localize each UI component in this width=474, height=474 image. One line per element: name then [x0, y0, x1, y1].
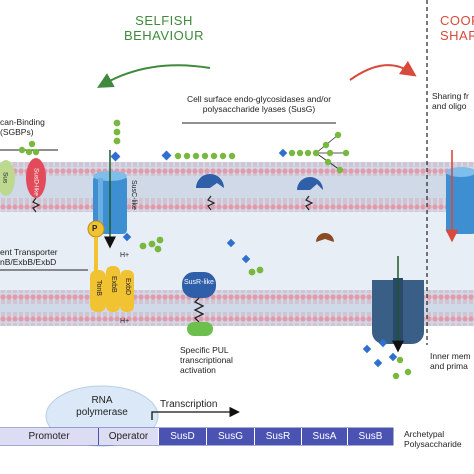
sharing-label: Sharing fr and oligo	[432, 91, 469, 112]
susg-enzymes	[195, 173, 323, 211]
sgbp-proteins	[0, 140, 46, 213]
proton-label-top: H+	[120, 252, 130, 259]
archetypal-label-line1: Archetypal	[404, 429, 445, 439]
archetypal-label-line2: Polysaccharide	[404, 438, 462, 449]
sharing-arrow	[349, 60, 417, 81]
pul-label-line2: transcriptional	[180, 354, 233, 365]
coop-title-line2: SHAR	[440, 27, 474, 43]
glycan-chain-susc	[110, 119, 121, 162]
susd-like-label: SusD-like	[32, 168, 40, 196]
transporter-label-line1: ent Transporter	[0, 247, 58, 257]
susr-like-sensor	[182, 272, 216, 336]
periplasm-glycans	[122, 232, 264, 276]
gene-susb: SusB	[347, 428, 393, 445]
pul-activation-label: Specific PUL transcriptional activation	[180, 345, 233, 375]
sharing-label-line1: Sharing fr	[432, 91, 469, 101]
gene-susd: SusD	[158, 428, 206, 445]
archetypal-label: Archetypal Polysaccharide	[404, 429, 462, 450]
periplasmic-enzyme	[316, 233, 334, 242]
transporter-label: ent Transporter nB/ExbB/ExbD	[0, 247, 58, 268]
inner-membrane-transporter	[372, 256, 424, 353]
susc-like-barrel	[93, 150, 127, 249]
sus-protein-label: Sus	[1, 172, 9, 184]
susg-description-line2: polysaccharide lyases (SusG)	[202, 103, 316, 114]
pul-label-line3: activation	[180, 364, 216, 375]
rna-label-line1: RNA	[91, 395, 113, 406]
surface-glycans	[161, 131, 350, 174]
gene-susa: SusA	[301, 428, 347, 445]
phosphate-label: P	[92, 224, 98, 233]
gene-susg: SusG	[206, 428, 254, 445]
outer-membrane	[0, 162, 474, 212]
selfish-title-line1: SELFISH	[135, 13, 193, 28]
inner-label-line1: Inner mem	[430, 351, 471, 361]
gene-promoter: Promoter	[0, 428, 98, 445]
exbb-label: ExbB	[110, 276, 118, 293]
susc-like-label: SusC-like	[130, 180, 138, 210]
pul-label-line1: Specific PUL	[180, 345, 229, 355]
susg-description: Cell surface endo-glycosidases and/or po…	[183, 94, 335, 115]
transcription-label: Transcription	[160, 399, 218, 410]
rna-label-line2: polymerase	[76, 406, 128, 418]
tonb-label: TonB	[95, 280, 103, 296]
periplasm	[0, 212, 474, 290]
susg-description-line1: Cell surface endo-glycosidases and/or	[186, 94, 332, 104]
gene-operator: Operator	[98, 428, 158, 445]
exbd-label: ExbD	[124, 278, 132, 296]
right-barrel	[445, 150, 474, 243]
selfish-title: SELFISH BEHAVIOUR	[118, 13, 210, 44]
inner-label-line2: and prima	[430, 360, 468, 371]
selfish-title-line2: BEHAVIOUR	[123, 27, 205, 43]
sgbp-label-line1: can-Binding	[0, 117, 45, 127]
selfish-arrow	[97, 64, 211, 88]
transporter-label-line2: nB/ExbB/ExbD	[0, 256, 57, 267]
susr-like-label: SusR-like	[184, 279, 214, 286]
sgbp-label-line2: (SGBPs)	[0, 126, 34, 137]
coop-title: COOP SHAR	[440, 13, 474, 44]
sharing-label-line2: and oligo	[432, 100, 467, 111]
released-monomers	[362, 338, 412, 380]
transcription-arrow	[151, 406, 240, 420]
tonb-complex	[87, 220, 134, 312]
proton-label-bottom: H+	[120, 318, 130, 325]
inner-membrane-label: Inner mem and prima	[430, 351, 471, 372]
coop-title-line1: COOP	[440, 13, 474, 28]
sgbp-label: can-Binding (SGBPs)	[0, 117, 45, 138]
gene-susr: SusR	[254, 428, 301, 445]
rna-polymerase-label: RNA polymerase	[62, 395, 142, 418]
